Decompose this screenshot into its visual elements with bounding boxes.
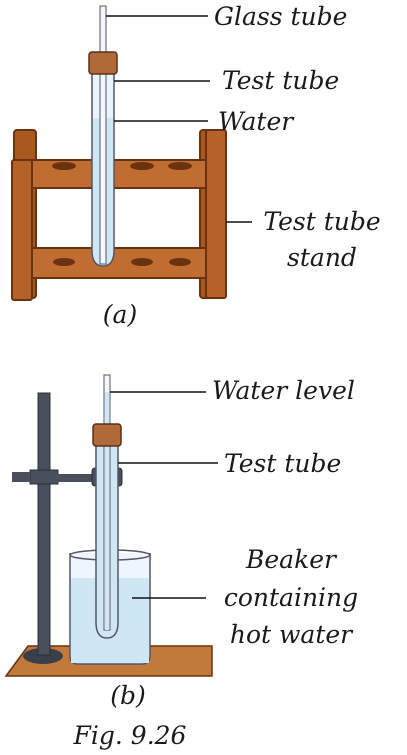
- figure-caption: Fig. 9.26: [73, 721, 187, 750]
- stand-hole: [131, 258, 153, 266]
- label-test-tube-b: Test tube: [224, 449, 342, 478]
- label-test-tube-a: Test tube: [222, 66, 340, 95]
- clamp-screw: [12, 472, 30, 482]
- label-beaker-line3: hot water: [229, 620, 353, 649]
- stopper-a: [88, 51, 118, 75]
- stand-front-leg-left: [11, 159, 33, 301]
- stand-hole: [130, 162, 154, 170]
- water-level-in-glass-tube: [105, 392, 109, 630]
- label-beaker-line1: Beaker: [246, 545, 336, 574]
- caption-a: (a): [102, 300, 138, 329]
- glass-tube-a: [99, 5, 107, 265]
- stand-hole: [169, 258, 191, 266]
- retort-stand-base: [23, 648, 63, 664]
- retort-stand-rod: [37, 392, 51, 656]
- stopper-b: [92, 423, 122, 447]
- stand-hole: [53, 258, 75, 266]
- label-glass-tube: Glass tube: [214, 2, 348, 31]
- stand-hole: [168, 162, 192, 170]
- label-test-tube-stand-line2: stand: [287, 243, 357, 272]
- caption-b: (b): [110, 681, 146, 710]
- stand-front-leg-right: [205, 129, 227, 299]
- clamp-arm: [56, 474, 122, 482]
- label-water-level: Water level: [212, 376, 355, 405]
- clamp-boss: [29, 469, 59, 485]
- stand-hole: [52, 162, 76, 170]
- panel-b-diagram: [4, 374, 218, 677]
- label-test-tube-stand-line1: Test tube: [263, 207, 381, 236]
- panel-a-diagram: [11, 5, 252, 301]
- label-beaker-line2: containing: [223, 583, 359, 612]
- label-water: Water: [218, 107, 294, 136]
